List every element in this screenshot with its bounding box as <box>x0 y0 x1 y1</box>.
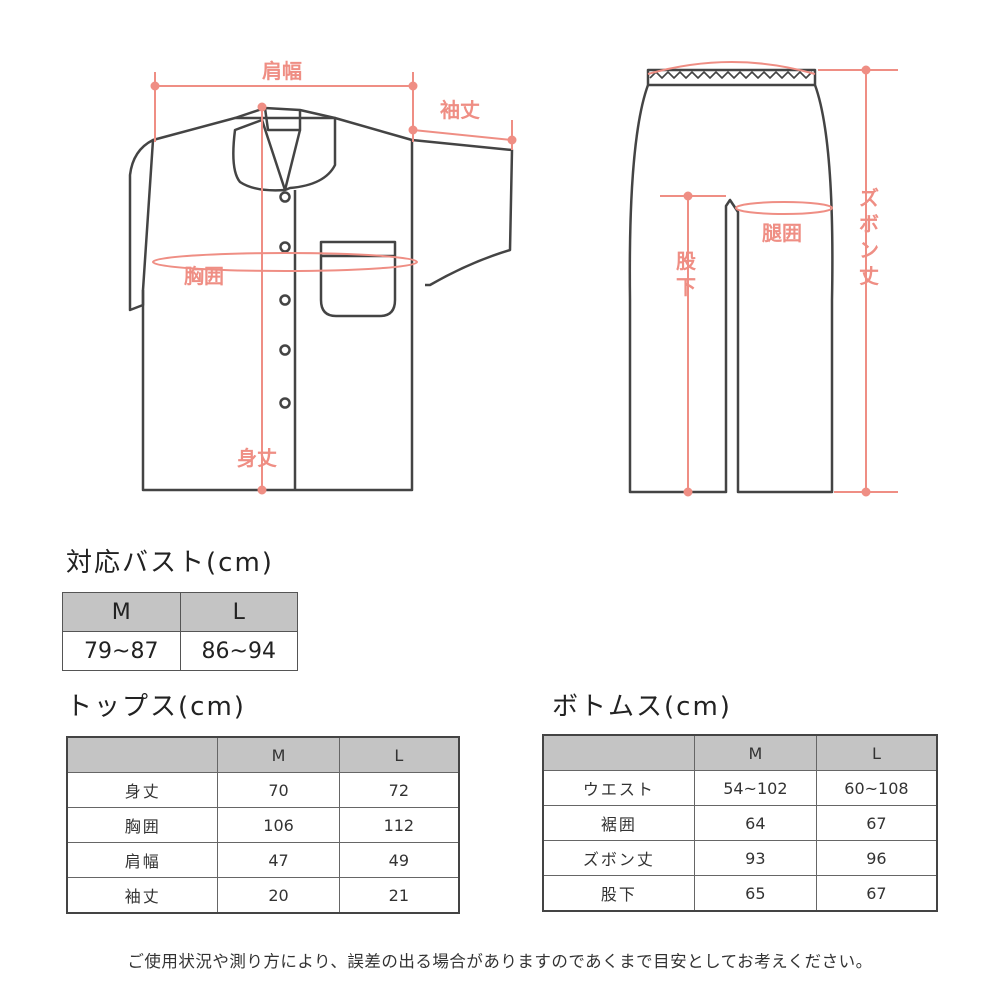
row-label: 胸囲 <box>66 807 219 843</box>
table-row: ズボン丈 93 96 <box>542 840 938 876</box>
column-header-l: L <box>338 736 460 773</box>
table-header-row: M L <box>542 734 938 771</box>
cell-l: 112 <box>338 807 460 843</box>
cell-l: 60~108 <box>815 770 938 806</box>
label-chest: 胸囲 <box>184 264 224 288</box>
row-label: ウエスト <box>542 770 695 806</box>
cell-l: 96 <box>815 840 938 876</box>
cell-l: 72 <box>338 772 460 808</box>
table-header-row: M L <box>62 592 298 632</box>
bust-value-l: 86~94 <box>179 631 298 671</box>
label-inseam: 股下 <box>676 249 696 299</box>
row-label: 股下 <box>542 875 695 912</box>
column-header-l: L <box>179 592 298 632</box>
tops-table: M L 身丈 70 72 胸囲 106 112 肩幅 47 49 袖丈 20 2… <box>66 736 460 914</box>
row-label: 肩幅 <box>66 842 219 878</box>
button-icon <box>279 191 291 203</box>
label-shoulder-width: 肩幅 <box>262 59 302 83</box>
footnote: ご使用状況や測り方により、誤差の出る場合がありますのであくまで目安としてお考えく… <box>127 952 873 971</box>
table-row: 79~87 86~94 <box>62 631 298 671</box>
label-sleeve-length: 袖丈 <box>440 98 480 122</box>
label-pants-length: ズボン丈 <box>859 186 879 288</box>
cell-l: 67 <box>815 875 938 912</box>
bust-table: M L 79~87 86~94 <box>62 592 298 671</box>
table-row: 裾囲 64 67 <box>542 805 938 841</box>
table-row: 胸囲 106 112 <box>66 807 460 843</box>
table-header-row: M L <box>66 736 460 773</box>
shirt-illustration <box>128 106 514 492</box>
column-header-label <box>542 734 695 771</box>
column-header-label <box>66 736 219 773</box>
cell-m: 93 <box>693 840 817 876</box>
bottoms-title: ボトムス(cm) <box>552 692 732 722</box>
column-header-m: M <box>62 592 181 632</box>
button-icon <box>279 294 291 306</box>
bust-value-m: 79~87 <box>62 631 181 671</box>
cell-m: 106 <box>217 807 340 843</box>
cell-m: 47 <box>217 842 340 878</box>
label-thigh: 腿囲 <box>762 221 802 245</box>
bust-title: 対応バスト(cm) <box>66 548 274 578</box>
column-header-m: M <box>217 736 340 773</box>
row-label: ズボン丈 <box>542 840 695 876</box>
button-icon <box>279 344 291 356</box>
row-label: 裾囲 <box>542 805 695 841</box>
cell-m: 64 <box>693 805 817 841</box>
bottoms-table: M L ウエスト 54~102 60~108 裾囲 64 67 ズボン丈 93 … <box>542 734 938 912</box>
shirt-measure-lines <box>150 72 517 495</box>
button-icon <box>279 397 291 409</box>
cell-m: 20 <box>217 877 340 914</box>
cell-l: 67 <box>815 805 938 841</box>
column-header-l: L <box>815 734 938 771</box>
label-body-length: 身丈 <box>237 446 277 470</box>
table-row: 袖丈 20 21 <box>66 877 460 914</box>
button-icon <box>279 241 291 253</box>
row-label: 袖丈 <box>66 877 219 914</box>
cell-m: 65 <box>693 875 817 912</box>
size-diagram: 肩幅 袖丈 胸囲 身丈 腿囲 股下 ズボン丈 <box>128 59 898 497</box>
cell-l: 21 <box>338 877 460 914</box>
row-label: 身丈 <box>66 772 219 808</box>
cell-m: 54~102 <box>693 770 817 806</box>
table-row: 身丈 70 72 <box>66 772 460 808</box>
table-row: 股下 65 67 <box>542 875 938 912</box>
tops-title: トップス(cm) <box>66 692 246 722</box>
column-header-m: M <box>693 734 817 771</box>
table-row: ウエスト 54~102 60~108 <box>542 770 938 806</box>
table-row: 肩幅 47 49 <box>66 842 460 878</box>
pants-illustration <box>628 68 834 494</box>
pants-measure-lines <box>647 61 898 497</box>
cell-m: 70 <box>217 772 340 808</box>
cell-l: 49 <box>338 842 460 878</box>
